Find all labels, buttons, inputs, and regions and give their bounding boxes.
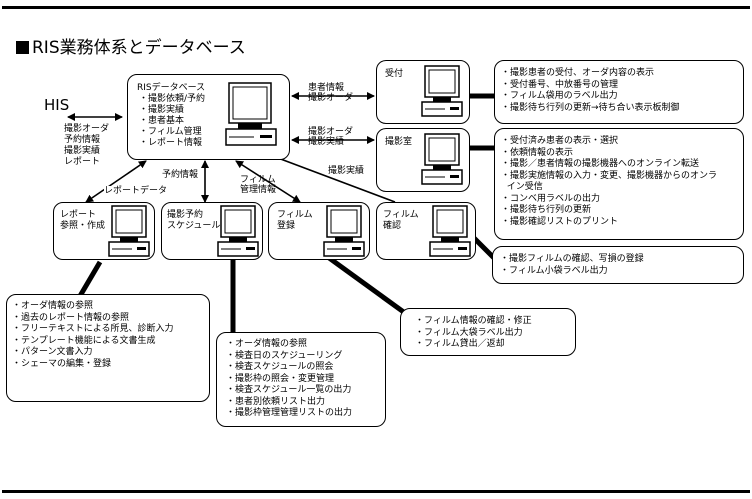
flow-satsueishitsu-label: 撮影オーダ 撮影実績: [308, 127, 354, 147]
uketsuke-node: 受付: [376, 60, 470, 124]
film-toroku-note-text: ・フィルム情報の確認・修正 ・フィルム大袋ラベル出力 ・フィルム貸出／返却: [415, 316, 532, 349]
report-arrow: [85, 160, 147, 203]
film-kakunin-label: フィルム 確認: [383, 210, 419, 231]
report-leader: [77, 260, 103, 298]
flow-film-kanri-label: フィルム 管理情報: [240, 175, 277, 195]
page-title-text: RIS業務体系とデータベース: [32, 38, 246, 58]
satsuei-jisseki-arrow: [261, 150, 396, 203]
film-kakunin-note-text: ・撮影フィルムの確認、写損の登録 ・フィルム小袋ラベル出力: [500, 254, 644, 276]
film-kanri-arrow: [235, 160, 301, 203]
bullet-square-icon: [16, 41, 29, 54]
workstation-icon: [323, 205, 365, 257]
workstation-icon: [217, 205, 259, 257]
film-toroku-leader: [323, 252, 407, 316]
report-label: レポート 参照・作成: [60, 210, 106, 231]
ris-database-box: RISデータベース ・撮影依頼/予約 ・撮影実績 ・患者基本 ・フィルム管理 ・…: [127, 74, 290, 160]
top-rule: [2, 6, 750, 9]
satsueishitsu-label: 撮影室: [385, 137, 413, 147]
workstation-icon: [421, 65, 463, 117]
workstation-icon: [421, 133, 463, 185]
flow-report-data-label: レポートデータ: [104, 186, 168, 196]
page-title: RIS業務体系とデータベース: [16, 33, 246, 58]
report-node: レポート 参照・作成: [53, 202, 155, 260]
uketsuke-note: ・撮影患者の受付、オーダ内容の表示 ・受付番号、中放番号の管理 ・フィルム袋用の…: [494, 60, 744, 124]
flow-yoyaku-info-label: 予約情報: [162, 170, 199, 180]
film-kakunin-node: フィルム 確認: [376, 202, 476, 260]
yoyaku-label: 撮影予約 スケジュール: [167, 210, 221, 231]
flow-satsuei-jisseki-label: 撮影実績: [328, 166, 365, 176]
film-kakunin-note: ・撮影フィルムの確認、写損の登録 ・フィルム小袋ラベル出力: [492, 246, 744, 284]
film-kakunin-leader: [472, 236, 496, 260]
flow-uketsuke-label: 患者情報 撮影オーダ: [308, 83, 354, 103]
server-computer-icon: [225, 82, 277, 146]
film-toroku-note: ・フィルム情報の確認・修正 ・フィルム大袋ラベル出力 ・フィルム貸出／返却: [400, 308, 576, 356]
uketsuke-note-text: ・撮影患者の受付、オーダ内容の表示 ・受付番号、中放番号の管理 ・フィルム袋用の…: [501, 68, 680, 113]
film-toroku-node: フィルム 登録: [268, 202, 370, 260]
workstation-icon: [108, 205, 150, 257]
yoyaku-note-text: ・オーダ情報の参照 ・検査日のスケジューリング ・検査スケジュールの照会 ・撮影…: [226, 339, 353, 418]
yoyaku-node: 撮影予約 スケジュール: [161, 202, 263, 260]
report-note-text: ・オーダ情報の参照 ・過去のレポート情報の参照 ・フリーテキストによる所見、診断…: [12, 301, 174, 369]
his-label: HIS: [44, 96, 70, 114]
satsueishitsu-note: ・受付済み患者の表示・選択 ・依頼情報の表示 ・撮影／患者情報の撮影機器へのオン…: [494, 128, 744, 240]
satsueishitsu-note-text: ・受付済み患者の表示・選択 ・依頼情報の表示 ・撮影／患者情報の撮影機器へのオン…: [501, 136, 718, 227]
ris-db-items: ・撮影依頼/予約 ・撮影実績 ・患者基本 ・フィルム管理 ・レポート情報: [139, 94, 206, 148]
satsueishitsu-node: 撮影室: [376, 128, 470, 192]
report-note: ・オーダ情報の参照 ・過去のレポート情報の参照 ・フリーテキストによる所見、診断…: [6, 294, 210, 402]
bottom-rule: [2, 490, 750, 493]
ris-db-title: RISデータベース: [137, 83, 206, 93]
uketsuke-label: 受付: [385, 69, 404, 79]
workstation-icon: [429, 205, 471, 257]
yoyaku-note: ・オーダ情報の参照 ・検査日のスケジューリング ・検査スケジュールの照会 ・撮影…: [216, 332, 386, 427]
film-toroku-label: フィルム 登録: [277, 210, 313, 231]
his-flow-label: 撮影オーダ 予約情報 撮影実績 レポート: [64, 124, 110, 167]
